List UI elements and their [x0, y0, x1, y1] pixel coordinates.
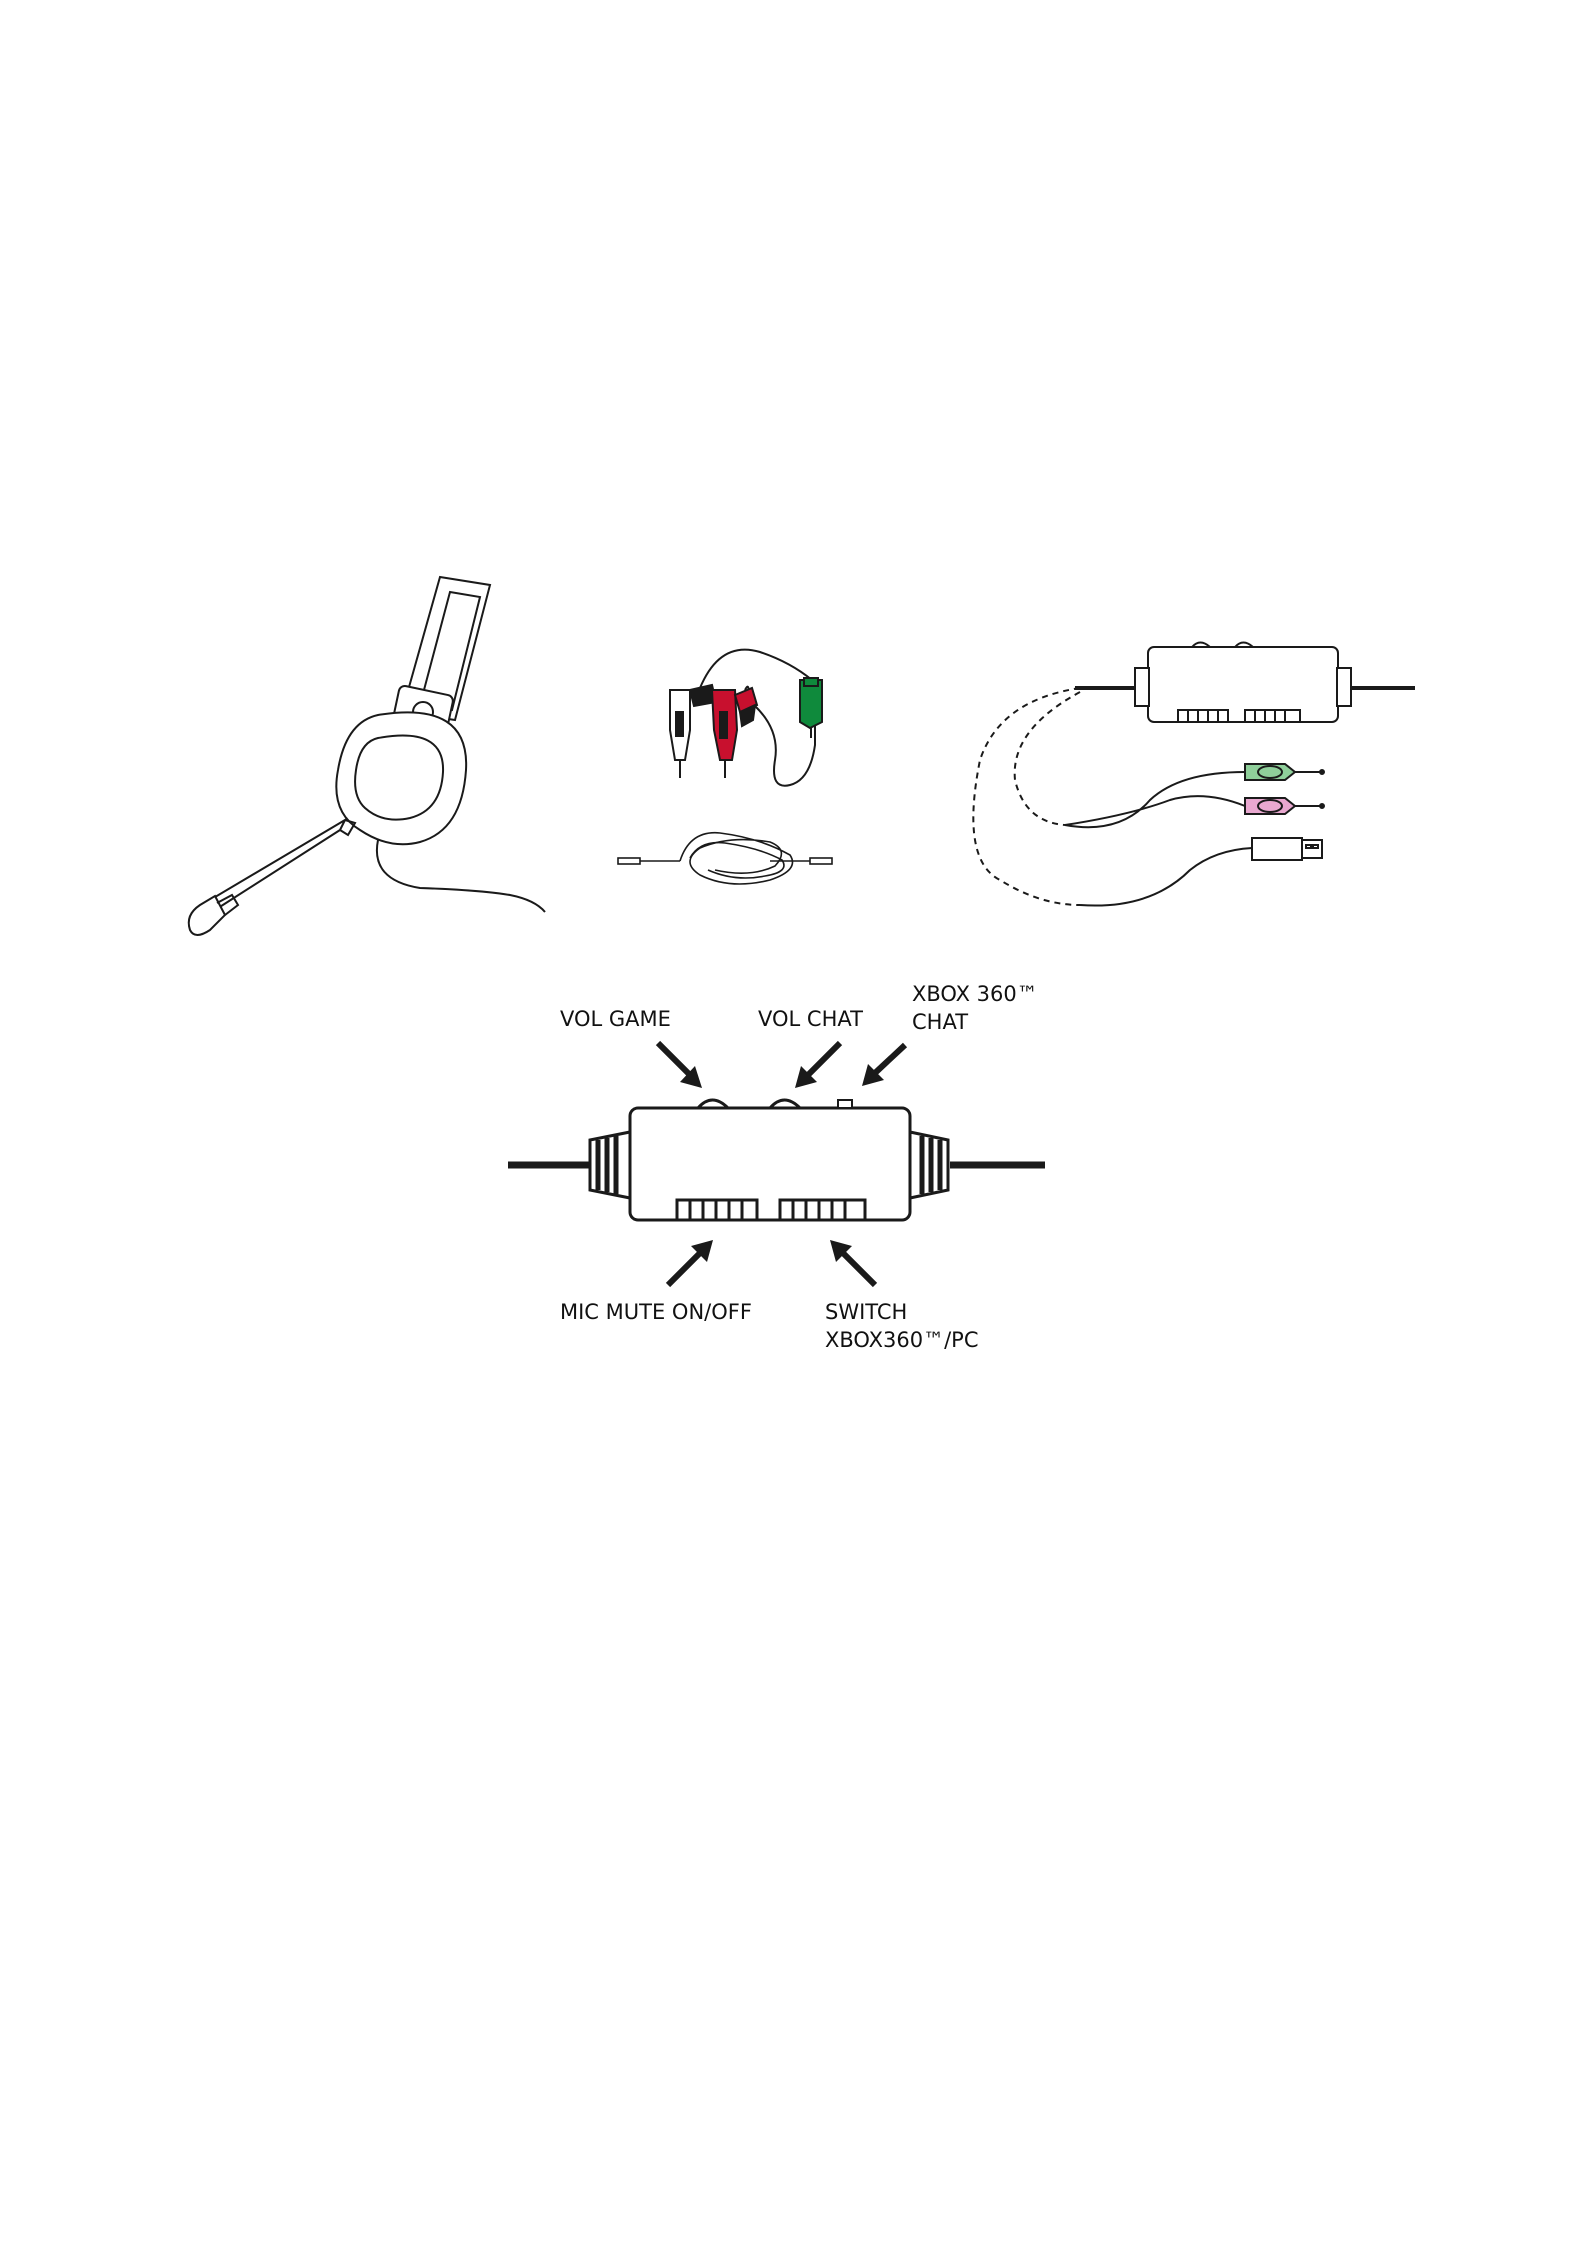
- inline-control-box-with-pc-plugs-icon: [973, 643, 1415, 906]
- control-box-closeup-icon: [508, 1100, 1045, 1220]
- switch-label-line1: SWITCH: [825, 1298, 907, 1326]
- vol-game-label: VOL GAME: [560, 1005, 671, 1033]
- headset-with-boom-mic-icon: [189, 577, 545, 935]
- mic-mute-label: MIC MUTE ON/OFF: [560, 1298, 752, 1326]
- rca-y-adapter-cable-icon: [670, 650, 822, 786]
- xbox-chat-label-line2: CHAT: [912, 1008, 968, 1036]
- vol-chat-label: VOL CHAT: [758, 1005, 863, 1033]
- coiled-3.5mm-cable-icon: [618, 833, 832, 884]
- switch-label-line2: XBOX360™/PC: [825, 1326, 978, 1354]
- xbox-chat-label-line1: XBOX 360™: [912, 980, 1038, 1008]
